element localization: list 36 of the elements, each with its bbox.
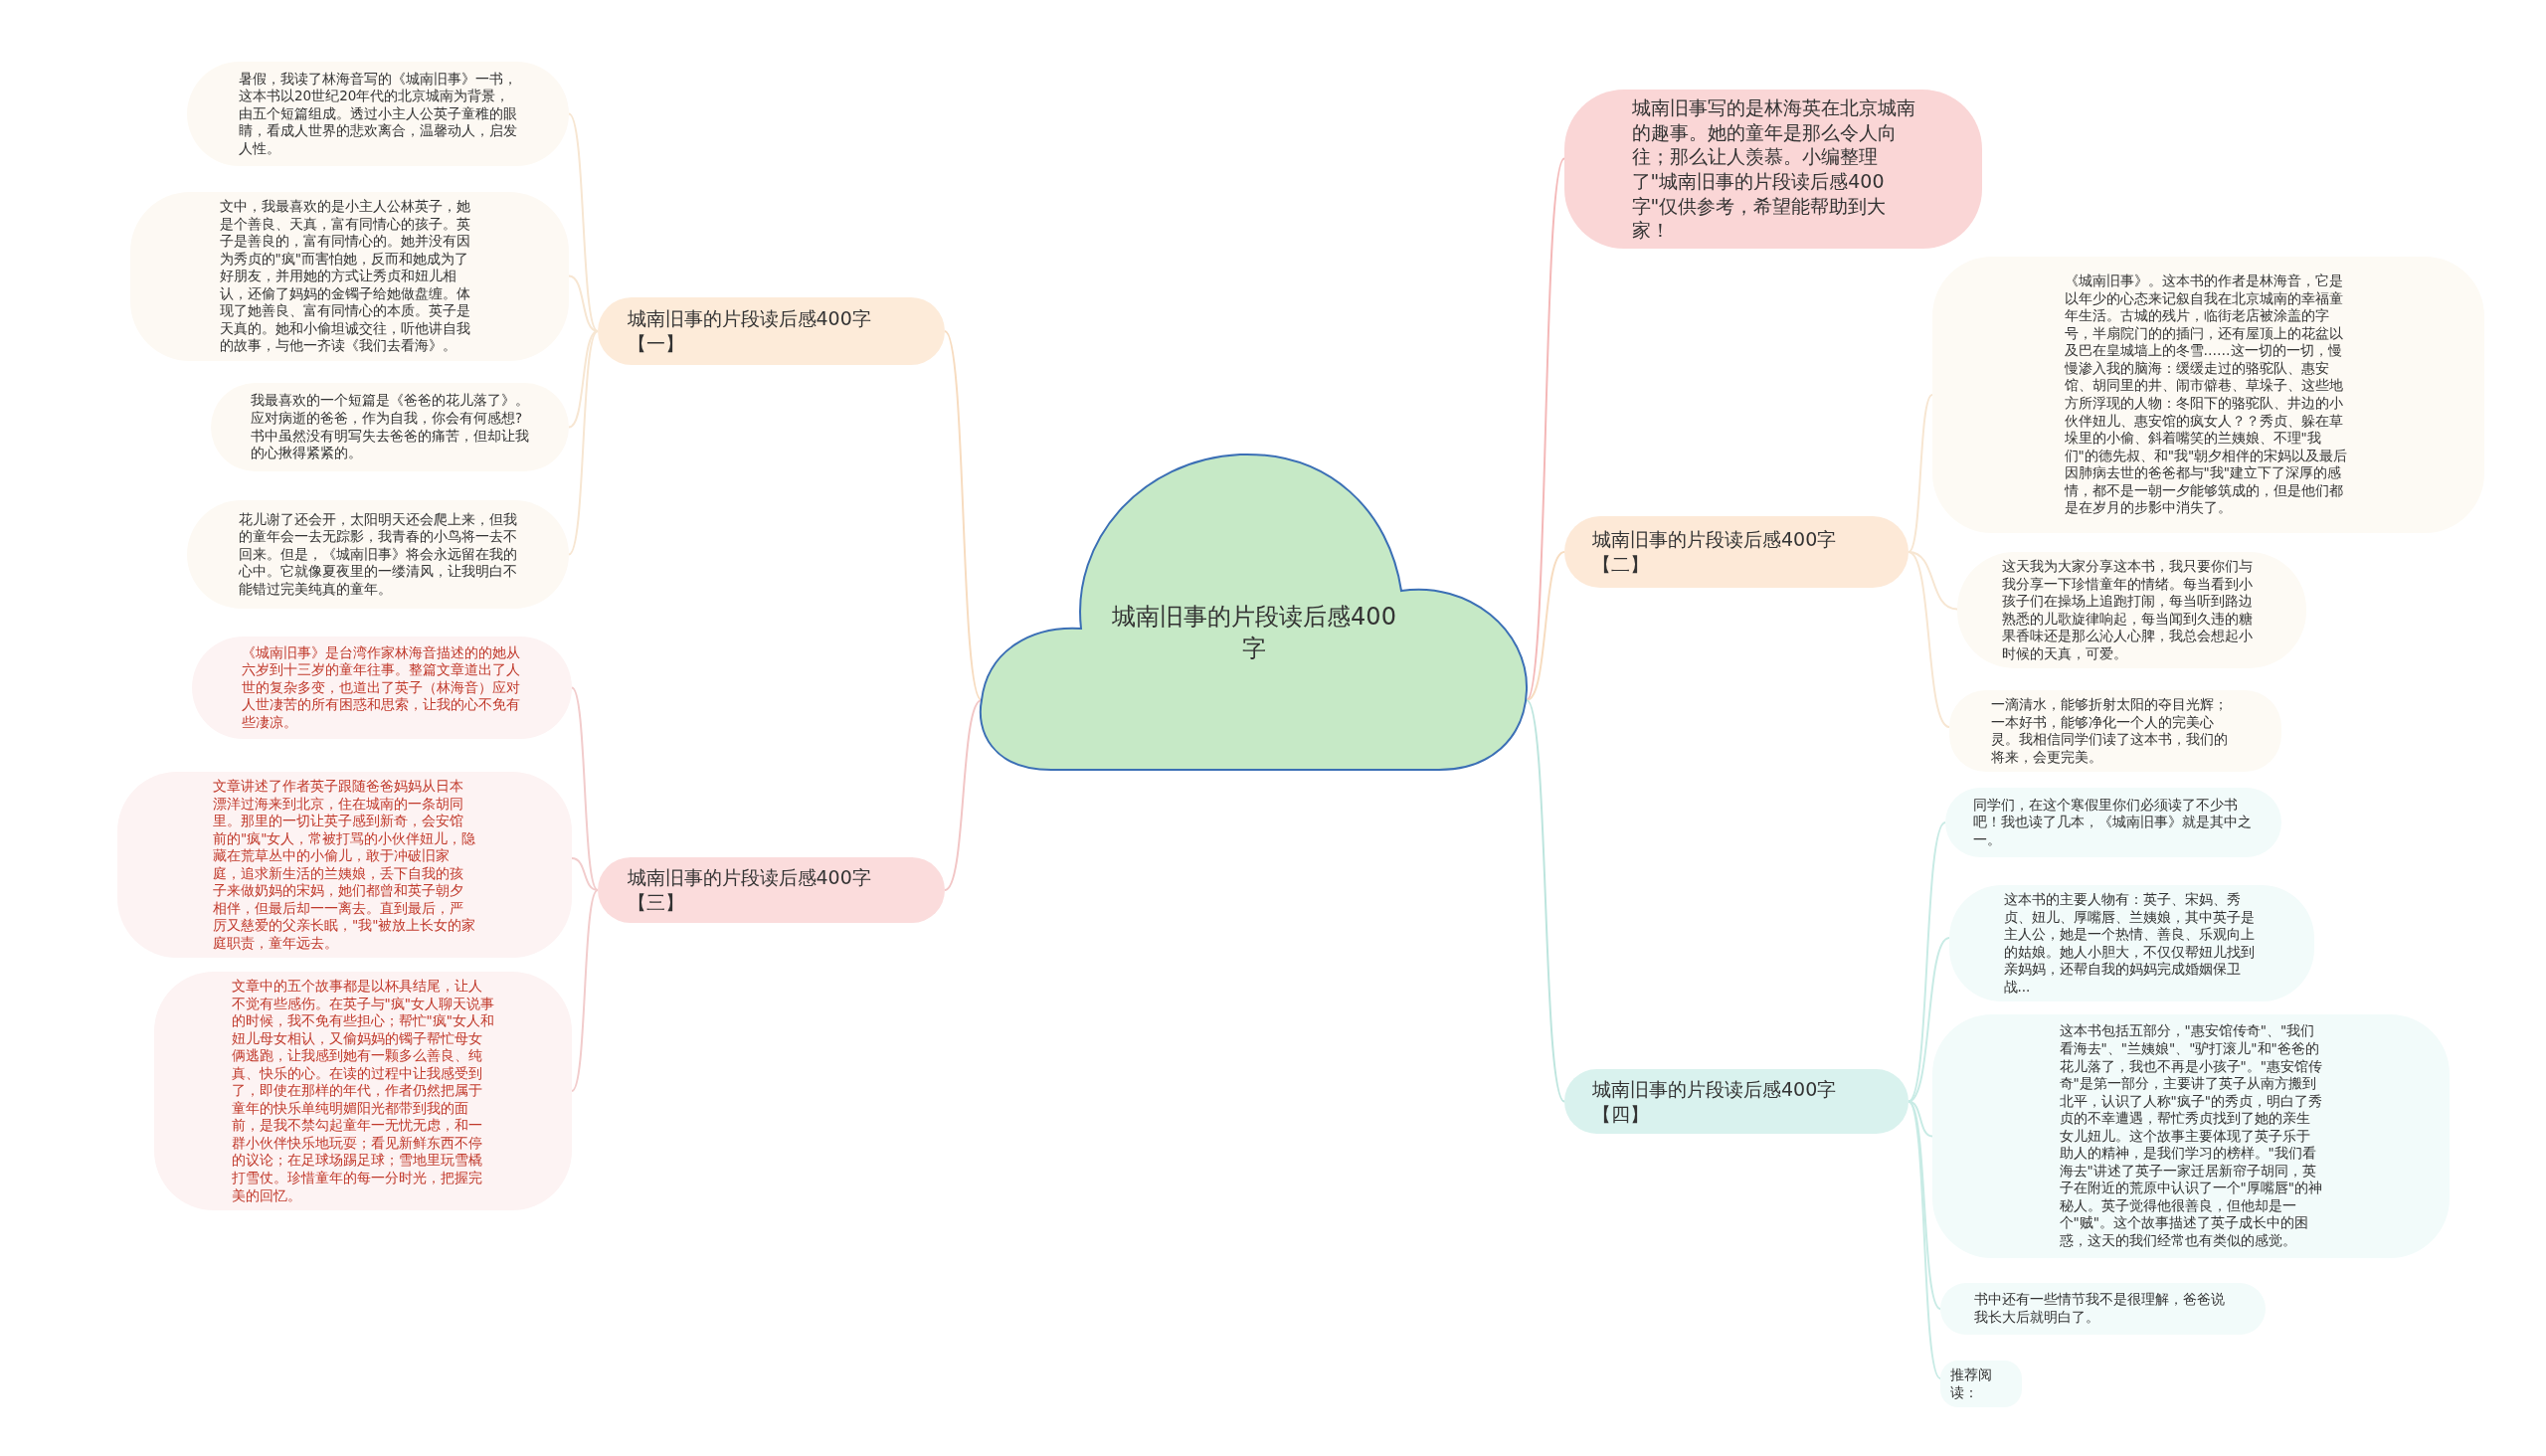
text-bubble: 城南旧事的片段读后感400字【三】 [598,857,945,923]
connector-line [568,112,599,332]
text-bubble: 城南旧事的片段读后感400字【二】 [1564,516,1909,588]
text-bubble: 城南旧事的片段读后感400字【一】 [598,297,945,365]
connector-line [944,330,983,701]
connector-line [1526,157,1565,701]
text-bubble: 书中还有一些情节我不是很理解，爸爸说我长大后就明白了。 [1940,1283,2266,1335]
connector-line [1908,821,1946,1103]
text-bubble: 这本书的主要人物有：英子、宋妈、秀贞、妞儿、厚嘴唇、兰姨娘，其中英子是主人公，她是一个热情、善良、乐观向上的姑娘。她人小胆大，不仅仅帮妞儿找到亲妈妈，还帮自我的妈妈完成婚姻保卫战... [1949,885,2314,1002]
text-bubble: 推荐阅读： [1940,1361,2022,1408]
text-bubble: 同学们，在这个寒假里你们必须读了不少书吧！我也读了几本，《城南旧事》就是其中之一。 [1945,788,2281,857]
connector-line [1526,699,1565,1103]
text-bubble: 城南旧事的片段读后感400字【四】 [1564,1069,1909,1134]
text-bubble: 文章讲述了作者英子跟随爸爸妈妈从日本漂洋过海来到北京，住在城南的一条胡同里。那里的一切让英子感到新奇，会安馆前的"疯"女人，常被打骂的小伙伴妞儿，隐藏在荒草丛中的小偷儿，敢于冲破旧家庭，追求新生活的兰姨娘，丢下自我的孩子来做奶妈的宋妈，她们都曾和英子朝夕相伴，但最后却一一离去。直到最后，严厉又慈爱的父亲长眠，"我"被放上长女的家庭职责，童年远去。 [117,772,572,959]
connector-line [1908,394,1933,553]
connector-line [1908,551,1950,728]
text-bubble: 《城南旧事》是台湾作家林海音描述的的她从六岁到十三岁的童年往事。整篇文章道出了人世的复杂多变，也道出了英子（林海音）应对人世凄苦的所有困惑和思索，让我的心不免有些凄凉。 [192,637,572,739]
text-bubble: 花儿谢了还会开，太阳明天还会爬上来，但我的童年会一去无踪影，我青春的小鸟将一去不回来。但是，《城南旧事》将会永远留在我的心中。它就像夏夜里的一缕清风，让我明白不能错过完美纯真的童年。 [187,500,569,609]
text-bubble: 《城南旧事》。这本书的作者是林海音，它是以年少的心态来记叙自我在北京城南的幸福童年生活。古城的残片，临街老店被涂盖的字号，半扇院门的的插闩，还有屋顶上的花盆以及巴在皇城墙上的冬雪……这一切的一切，慢慢渗入我的脑海：缓缓走过的骆驼队、惠安馆、胡同里的井、闹市僻巷、草垛子、这些地方所浮现的人物：冬阳下的骆驼队、井边的小伙伴妞儿、惠安馆的疯女人？？秀贞、躲在草垛里的小偷、斜着嘴笑的兰姨娘、不理"我们"的德先叔、和"我"朝夕相伴的宋妈以及最后因肺病去世的爸爸都与"我"建立下了深厚的感情，都不是一朝一夕能够筑成的，但是他们都是在岁月的步影中消失了。 [1932,257,2484,533]
text-bubble: 一滴清水，能够折射太阳的夺目光辉；一本好书，能够净化一个人的完美心灵。我相信同学们读了这本书，我们的将来，会更完美。 [1949,690,2281,773]
text-bubble: 这本书包括五部分，"惠安馆传奇"、"我们看海去"、"兰姨娘"、"驴打滚儿"和"爸爸的花儿落了，我也不再是小孩子"。"惠安馆传奇"是第一部分，主要讲了英子从南方搬到北平，认识了人称"疯子"的秀贞，明白了秀贞的不幸遭遇，帮忙秀贞找到了她的亲生女儿妞儿。这个故事主要体现了英子乐于助人的精神，是我们学习的榜样。"我们看海去"讲述了英子一家迁居新帘子胡同，英子在附近的荒原中认识了一个"厚嘴唇"的神秘人。英子觉得他很善良，但他却是一个"贼"。这个故事描述了英子成长中的困惑，这天的我们经常也有类似的感觉。 [1932,1014,2450,1258]
connector-line [568,330,599,556]
connector-line [568,330,599,429]
text-bubble: 暑假，我读了林海音写的《城南旧事》一书，这本书以20世纪20年代的北京城南为背景，由五个短篇组成。透过小主人公英子童稚的眼睛，看成人世界的悲欢离合，温馨动人，启发人性。 [187,62,569,166]
text-bubble: 文章中的五个故事都是以杯具结尾，让人不觉有些感伤。在英子与"疯"女人聊天说事的时候，我不免有些担心；帮忙"疯"女人和妞儿母女相认，又偷妈妈的镯子帮忙母女俩逃跑，让我感到她有一颗多么善良、纯真、快乐的心。在读的过程中让我感受到了，即使在那样的年代，作者仍然把属于童年的快乐单纯明媚阳光都带到我的面前，是我不禁勾起童年一无忧无虑，和一群小伙伴快乐地玩耍；看见新鲜东西不停的议论；在足球场踢足球；雪地里玩雪橇打雪仗。珍惜童年的每一分时光，把握完美的回忆。 [154,972,572,1211]
text-bubble: 我最喜欢的一个短篇是《爸爸的花儿落了》。应对病逝的爸爸，作为自我，你会有何感想?书中虽然没有明写失去爸爸的痛苦，但却让我的心揪得紧紧的。 [211,383,569,471]
connector-line [571,889,599,1092]
connector-line [1526,551,1565,701]
connector-line [571,857,599,891]
connector-line [944,699,983,891]
text-bubble: 城南旧事写的是林海英在北京城南的趣事。她的童年是那么令人向往；那么让人羡慕。小编整理了"城南旧事的片段读后感400字"仅供参考，希望能帮助到大家！ [1564,90,1982,250]
connector-line [571,686,599,891]
connector-line [568,274,599,332]
text-bubble: 文中，我最喜欢的是小主人公林英子，她是个善良、天真，富有同情心的孩子。英子是善良的，富有同情心的。她并没有因为秀贞的"疯"而害怕她，反而和她成为了好朋友，并用她的方式让秀贞和妞儿相认，还偷了妈妈的金镯子给她做盘缠。体现了她善良、富有同情心的本质。英子是天真的。她和小偷坦诚交往，听他讲自我的故事，与他一齐读《我们去看海》。 [130,192,569,361]
text-bubble: 这天我为大家分享这本书，我只要你们与我分享一下珍惜童年的情绪。每当看到小孩子们在操场上追跑打闹，每当听到路边熟悉的儿歌旋律响起，每当闻到久违的糖果香味还是那么沁人心脾，我总会想起小时候的天真，可爱。 [1957,552,2306,669]
connector-line [1908,551,1958,611]
